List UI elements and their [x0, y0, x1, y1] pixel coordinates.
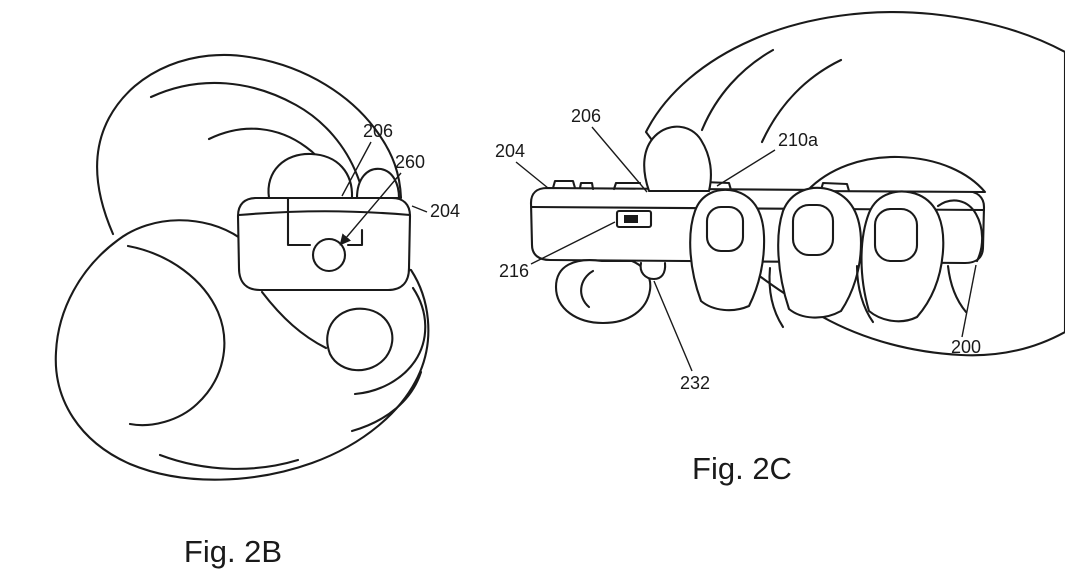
ref-label-232: 232	[680, 373, 710, 393]
face-detail-216-inner	[624, 215, 638, 223]
top-button-1	[553, 181, 575, 188]
ref-label-260: 260	[395, 152, 425, 172]
thumb-tip	[327, 309, 392, 370]
fingertip-2	[778, 188, 861, 318]
ref-label-216: 216	[499, 261, 529, 281]
leader-line-204c	[516, 162, 548, 188]
ref-label-204: 204	[430, 201, 460, 221]
figure-2c: 204 206 210a 216 232 200 Fig. 2C	[495, 12, 1065, 486]
figure-2b-caption: Fig. 2B	[184, 534, 282, 569]
ref-label-204c: 204	[495, 141, 525, 161]
curled-finger	[556, 260, 650, 323]
trigger-232	[641, 263, 666, 279]
figure-2c-caption: Fig. 2C	[692, 451, 792, 486]
ref-label-200: 200	[951, 337, 981, 357]
ref-label-206c: 206	[571, 106, 601, 126]
leader-line-204	[412, 206, 427, 212]
ref-label-206: 206	[363, 121, 393, 141]
figure-2b: 206 260 204 Fig. 2B	[56, 55, 460, 569]
ref-label-210a: 210a	[778, 130, 819, 150]
thumb-pad-on-top	[268, 154, 352, 198]
leader-line-232	[654, 281, 692, 371]
